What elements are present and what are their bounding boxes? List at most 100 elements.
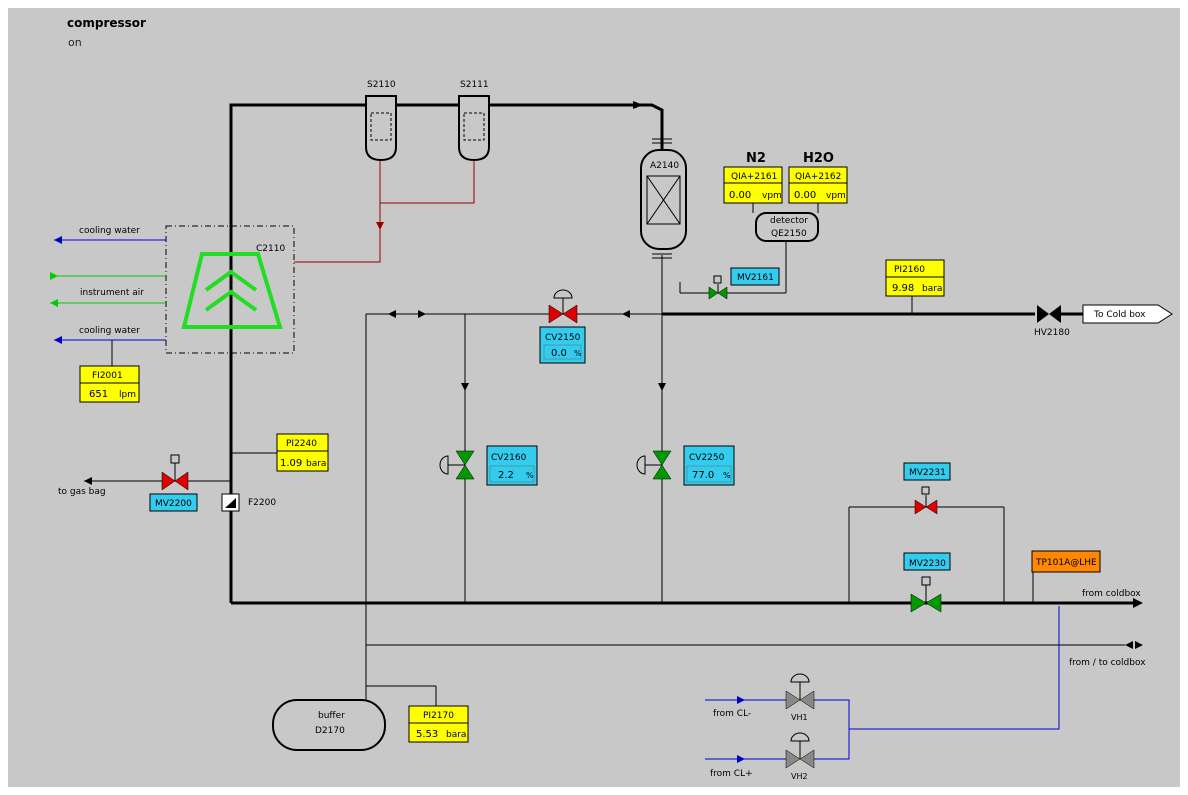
cooling-water-in-label: cooling water xyxy=(79,226,140,236)
analyzer-qia2161[interactable]: QIA+2161 0.00 vpm xyxy=(723,166,783,204)
pi2240-value: 1.09 xyxy=(280,458,302,469)
adsorber-a2140[interactable]: A2140 xyxy=(640,138,687,259)
compressor-status: on xyxy=(68,36,82,49)
compressor-c2110[interactable]: C2110 xyxy=(165,225,295,354)
to-cold-box-connector[interactable]: To Cold box xyxy=(1082,304,1173,324)
f2200-tag: F2200 xyxy=(248,498,276,508)
instrument-air-label: instrument air xyxy=(80,288,144,298)
cv2250-unit: % xyxy=(723,471,731,480)
mv2200-tag: MV2200 xyxy=(155,499,192,509)
indicator-pi2240[interactable]: PI2240 1.09 bara xyxy=(276,433,329,472)
mv2200-label: MV2200 xyxy=(149,493,198,512)
analyzer-qia2162[interactable]: QIA+2162 0.00 vpm xyxy=(788,166,848,204)
indicator-pi2170[interactable]: PI2170 5.53 bara xyxy=(408,705,469,743)
pi2160-value: 9.98 xyxy=(892,283,914,294)
cl-supply-lines xyxy=(705,606,1060,760)
control-signal-arrow xyxy=(376,222,384,230)
cv2150-unit: % xyxy=(574,349,582,358)
buffer-d2170[interactable]: buffer D2170 xyxy=(272,699,386,751)
pi2240-tag: PI2240 xyxy=(286,439,317,449)
indicator-pi2160[interactable]: PI2160 9.98 bara xyxy=(885,259,945,297)
pi2170-value: 5.53 xyxy=(416,729,438,740)
filter-s2111[interactable]: S2111 xyxy=(458,80,490,162)
flow-element-f2200[interactable]: F2200 xyxy=(221,493,276,512)
hv2180-tag: HV2180 xyxy=(1034,328,1070,338)
fi2001-unit: lpm xyxy=(119,390,136,400)
fi2001-value: 651 xyxy=(89,389,108,400)
n2-heading: N2 xyxy=(746,151,766,166)
vh1-tag: VH1 xyxy=(791,713,808,722)
filter-s2110-tag: S2110 xyxy=(367,80,396,90)
cv2250-value: 77.0 xyxy=(692,470,714,481)
tp101a-tag: TP101A@LHE xyxy=(1035,558,1097,568)
cooling-water-out-label: cooling water xyxy=(79,326,140,336)
adsorber-tag: A2140 xyxy=(650,161,679,171)
pi2170-unit: bara xyxy=(446,730,466,740)
to-cold-box-label: To Cold box xyxy=(1093,310,1146,320)
cv2160-unit: % xyxy=(526,471,534,480)
indicator-tp101a[interactable]: TP101A@LHE xyxy=(1031,550,1101,573)
thin-flow-arrows xyxy=(84,310,1143,649)
cv2160-tag: CV2160 xyxy=(491,453,527,463)
mv2231-label: MV2231 xyxy=(903,462,951,481)
compressor-tag: C2110 xyxy=(256,244,285,254)
detector-label: detector xyxy=(770,216,808,226)
buffer-tag: D2170 xyxy=(315,726,345,736)
pi2240-unit: bara xyxy=(306,459,326,469)
filter-s2111-tag: S2111 xyxy=(460,80,489,90)
indicator-fi2001[interactable]: FI2001 651 lpm xyxy=(79,365,140,403)
cv2150-faceplate[interactable]: CV2150 0.0 % xyxy=(539,326,586,364)
detector-qe2150[interactable]: detector QE2150 xyxy=(755,212,819,242)
analyzer-qia2162-tag: QIA+2162 xyxy=(795,172,841,182)
from-coldbox-label: from coldbox xyxy=(1082,589,1141,599)
from-cl-plus-label: from CL+ xyxy=(710,769,753,779)
analyzer-qia2161-value: 0.00 xyxy=(729,190,751,201)
h2o-heading: H2O xyxy=(803,151,834,166)
cl-minus-arrow xyxy=(737,696,745,704)
valve-mv2200[interactable] xyxy=(161,454,189,491)
screen-title: compressor xyxy=(67,16,146,30)
valve-mv2161[interactable] xyxy=(708,275,728,300)
cooling-water-out-line xyxy=(54,336,166,344)
analyzer-qia2162-value: 0.00 xyxy=(794,190,816,201)
pi2160-unit: bara xyxy=(922,284,942,294)
from-cl-minus-label: from CL- xyxy=(713,709,751,719)
valve-mv2161-label: MV2161 xyxy=(730,267,780,286)
cv2150-value: 0.0 xyxy=(551,348,567,359)
cv2250-tag: CV2250 xyxy=(689,453,725,463)
filter-s2110[interactable]: S2110 xyxy=(365,80,397,162)
cv2150-tag: CV2150 xyxy=(545,333,581,343)
valve-cv2160[interactable] xyxy=(439,450,475,480)
from-to-coldbox-label: from / to coldbox xyxy=(1069,658,1146,668)
valve-cv2150[interactable] xyxy=(548,289,578,324)
vh2-tag: VH2 xyxy=(791,772,808,781)
valve-vh1[interactable]: VH1 xyxy=(785,673,815,722)
valve-mv2231[interactable] xyxy=(914,486,938,515)
cooling-water-in-line xyxy=(54,236,166,244)
flow-arrow-to-adsorber xyxy=(633,101,643,109)
analyzer-qia2161-unit: vpm xyxy=(762,191,782,201)
instrument-air-lines xyxy=(50,272,166,307)
pi2170-tag: PI2170 xyxy=(423,711,454,721)
analyzer-qia2162-unit: vpm xyxy=(826,191,846,201)
valve-hv2180[interactable]: HV2180 xyxy=(1034,305,1070,338)
cv2250-faceplate[interactable]: CV2250 77.0 % xyxy=(683,445,735,486)
to-gas-bag-label: to gas bag xyxy=(58,487,106,497)
process-screen xyxy=(8,8,1180,787)
buffer-label: buffer xyxy=(318,711,345,721)
valve-vh2[interactable]: VH2 xyxy=(785,732,815,781)
cv2160-value: 2.2 xyxy=(498,470,514,481)
cv2160-faceplate[interactable]: CV2160 2.2 % xyxy=(486,445,538,486)
mv2230-label: MV2230 xyxy=(903,552,951,571)
pi2160-tag: PI2160 xyxy=(894,265,925,275)
mv2230-tag: MV2230 xyxy=(909,559,946,569)
detector-tag: QE2150 xyxy=(771,229,807,239)
analyzer-qia2161-tag: QIA+2161 xyxy=(731,172,777,182)
mv2231-tag: MV2231 xyxy=(909,468,946,478)
control-signal-lines xyxy=(294,160,475,263)
fi2001-tag: FI2001 xyxy=(92,371,123,381)
cl-plus-arrow xyxy=(737,755,745,763)
valve-mv2230[interactable] xyxy=(910,576,942,613)
valve-cv2250[interactable] xyxy=(636,450,672,480)
